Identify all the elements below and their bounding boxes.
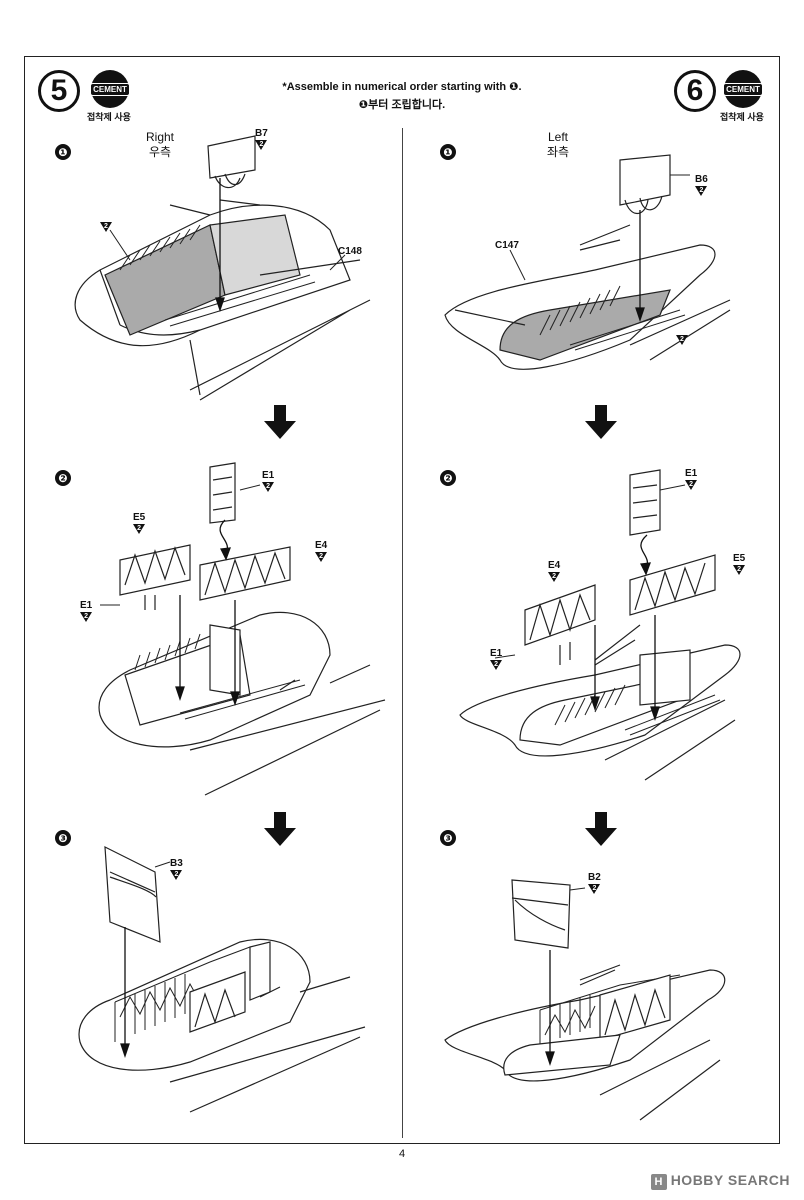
substep-3-right: ❸ bbox=[440, 830, 456, 846]
cement-badge-marker: 2 bbox=[100, 222, 112, 232]
page-frame bbox=[24, 56, 780, 1144]
side-en: Left bbox=[547, 130, 568, 144]
substep-2-left: ❷ bbox=[55, 470, 71, 486]
side-label-right: Right 우측 bbox=[140, 130, 180, 160]
substep-1-left: ❶ bbox=[55, 144, 71, 160]
part-label-c148: C148 bbox=[338, 246, 362, 257]
substep-1-right: ❶ bbox=[440, 144, 456, 160]
next-step-arrow-icon bbox=[264, 812, 296, 846]
fuselage-left-step3-drawing bbox=[444, 879, 726, 1121]
side-label-left: Left 좌측 bbox=[538, 130, 578, 160]
side-en: Right bbox=[145, 130, 174, 144]
step-6-number: 6 bbox=[674, 70, 716, 112]
page-number: 4 bbox=[398, 1148, 406, 1160]
part-label-c147: C147 bbox=[495, 240, 519, 251]
cement-badge-text: CEMENT bbox=[723, 82, 763, 96]
fuselage-right-step1-drawing bbox=[74, 135, 371, 401]
fuselage-left-step2-drawing bbox=[459, 469, 741, 781]
assembly-note-ko: ❶부터 조립합니다. bbox=[358, 99, 446, 111]
fuselage-left-step1-drawing bbox=[444, 154, 731, 370]
assembly-note-en: *Assemble in numerical order starting wi… bbox=[282, 81, 522, 93]
next-step-arrow-icon bbox=[264, 405, 296, 439]
substep-2-right: ❷ bbox=[440, 470, 456, 486]
watermark-text: HOBBY SEARCH bbox=[670, 1172, 790, 1188]
side-ko: 우측 bbox=[148, 145, 172, 159]
cement-caption-left: 접착제 사용 bbox=[87, 112, 131, 122]
substep-3-left: ❸ bbox=[55, 830, 71, 846]
fuselage-right-step2-drawing bbox=[98, 462, 386, 796]
cement-icon: CEMENT bbox=[90, 70, 130, 108]
step-5-number: 5 bbox=[38, 70, 80, 112]
cement-badge-text: CEMENT bbox=[90, 82, 130, 96]
cement-badge-marker: 2 bbox=[676, 335, 688, 345]
cement-icon: CEMENT bbox=[723, 70, 763, 108]
side-ko: 좌측 bbox=[546, 145, 570, 159]
next-step-arrow-icon bbox=[585, 405, 617, 439]
watermark-logo-icon: H bbox=[650, 1174, 667, 1190]
cement-caption-right: 접착제 사용 bbox=[720, 112, 764, 122]
next-step-arrow-icon bbox=[585, 812, 617, 846]
fuselage-right-step3-drawing bbox=[78, 845, 366, 1113]
column-divider bbox=[402, 128, 403, 1138]
